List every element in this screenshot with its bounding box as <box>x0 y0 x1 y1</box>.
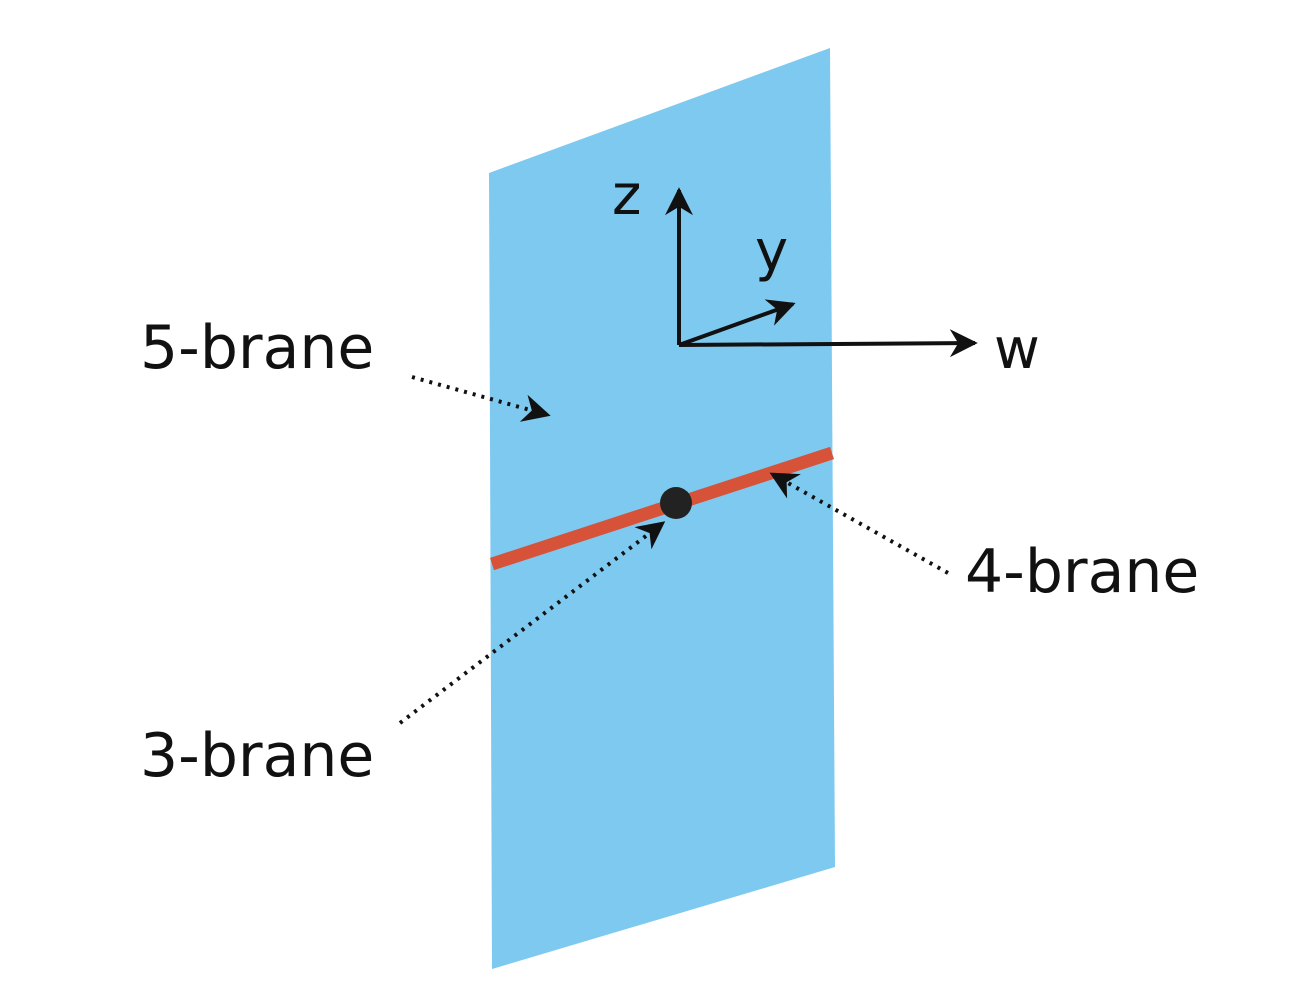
three-brane-pointer <box>398 521 666 725</box>
w-axis-label: w <box>994 317 1040 382</box>
y-axis-arrow <box>678 299 796 347</box>
three-brane-label: 3-brane <box>140 721 374 791</box>
three-brane-point <box>660 487 692 519</box>
y-axis-label: y <box>755 219 788 284</box>
four-brane-pointer <box>769 472 949 575</box>
w-axis-arrow <box>678 329 978 358</box>
five-brane-label: 5-brane <box>140 313 374 383</box>
five-brane-pointer <box>411 375 551 422</box>
four-brane-label: 4-brane <box>965 537 1199 607</box>
z-axis-label: z <box>612 163 641 228</box>
